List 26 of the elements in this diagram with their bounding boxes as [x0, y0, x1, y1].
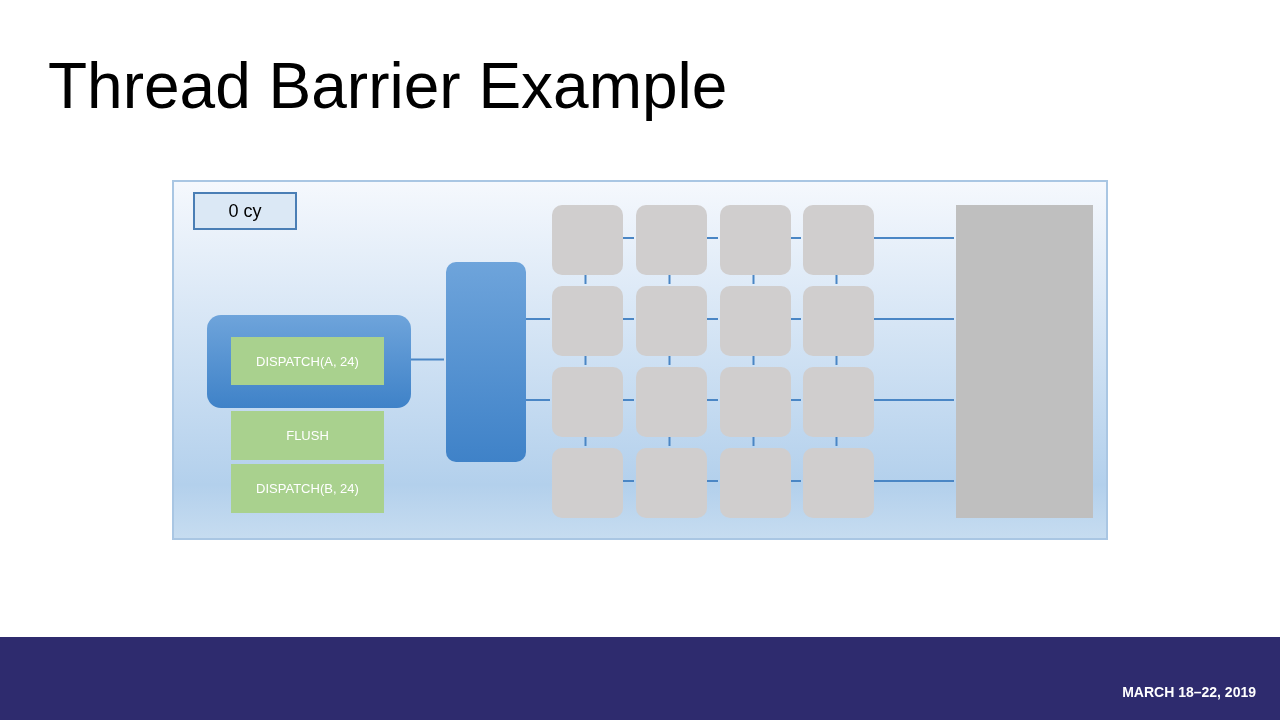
processor-bar	[446, 262, 526, 462]
counter-box: 0 cy	[193, 192, 297, 230]
core-box	[720, 448, 791, 518]
core-box	[803, 205, 874, 275]
core-box	[720, 286, 791, 356]
core-box	[552, 205, 623, 275]
core-box	[720, 367, 791, 437]
core-box	[636, 448, 707, 518]
queue-box	[207, 315, 411, 408]
core-box	[803, 367, 874, 437]
core-box	[803, 286, 874, 356]
core-box	[636, 286, 707, 356]
core-box	[552, 367, 623, 437]
command-box: DISPATCH(A, 24)	[231, 337, 384, 385]
memory-block	[956, 205, 1093, 518]
diagram-panel	[172, 180, 1108, 540]
date-text: MARCH 18–22, 2019	[1122, 684, 1256, 700]
command-box: FLUSH	[231, 411, 384, 460]
core-box	[552, 286, 623, 356]
core-box	[803, 448, 874, 518]
slide-title: Thread Barrier Example	[48, 49, 728, 124]
command-box: DISPATCH(B, 24)	[231, 464, 384, 513]
core-box	[636, 367, 707, 437]
core-box	[636, 205, 707, 275]
core-box	[720, 205, 791, 275]
core-box	[552, 448, 623, 518]
